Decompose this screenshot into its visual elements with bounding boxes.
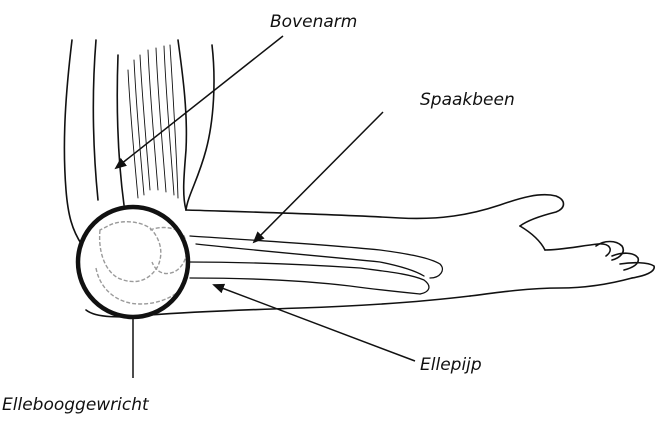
spaakbeen-pointer <box>254 112 383 242</box>
upper-arm <box>64 40 214 245</box>
label-elleboog: Elleboog­gewricht <box>2 395 150 415</box>
bovenarm-pointer <box>116 36 283 168</box>
label-spaakbeen: Spaakbeen <box>420 90 515 110</box>
label-bovenarm: Bovenarm <box>270 12 357 32</box>
elbow-bones <box>96 222 187 304</box>
elbow-highlight-circle <box>78 207 188 317</box>
label-ellepijp: Ellepijp <box>420 355 482 375</box>
ellepijp-pointer <box>214 285 415 361</box>
